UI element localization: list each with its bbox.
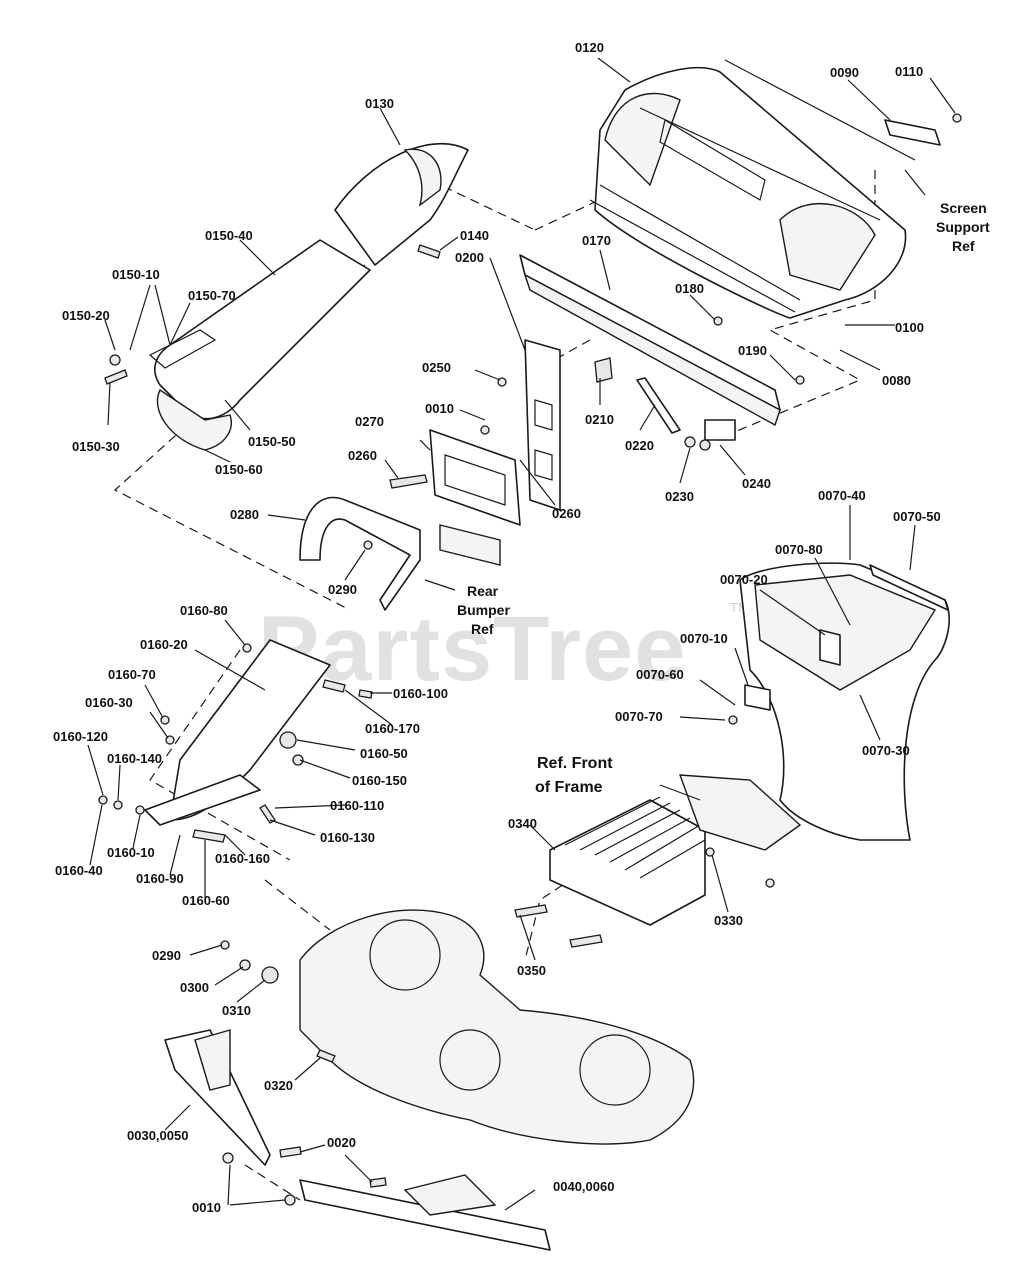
callout-0330: 0330 — [714, 913, 743, 928]
callout-0120: 0120 — [575, 40, 604, 55]
part-0240-bracket[interactable] — [684, 419, 736, 451]
callout-0160-30: 0160-30 — [85, 695, 133, 710]
svg-text:Rear: Rear — [467, 583, 499, 599]
callout-0160-80: 0160-80 — [180, 603, 228, 618]
callout-0040-0060: 0040,0060 — [553, 1179, 614, 1194]
callout-0030-0050: 0030,0050 — [127, 1128, 188, 1143]
callout-0270: 0270 — [355, 414, 384, 429]
callout-labels: 0120 0090 0110 0130 0140 0150-40 0150-10… — [53, 40, 941, 1215]
part-0090-latch-plate[interactable] — [884, 113, 962, 146]
callout-0320: 0320 — [264, 1078, 293, 1093]
callout-0070-60: 0070-60 — [636, 667, 684, 682]
part-0070-bag[interactable] — [728, 562, 950, 841]
callout-0070-20: 0070-20 — [720, 572, 768, 587]
part-0340-grille[interactable] — [514, 774, 802, 948]
callout-0010-bottom: 0010 — [192, 1200, 221, 1215]
note-rear-bumper-ref: Rear Bumper Ref — [457, 583, 510, 637]
callout-0350: 0350 — [517, 963, 546, 978]
callout-0290-top: 0290 — [328, 582, 357, 597]
callout-0160-120: 0160-120 — [53, 729, 108, 744]
part-0170-rail[interactable] — [519, 254, 805, 427]
part-0280-bumper-handle[interactable] — [299, 496, 421, 611]
callout-0080: 0080 — [882, 373, 911, 388]
svg-text:Ref: Ref — [952, 238, 975, 254]
callout-0160-150: 0160-150 — [352, 773, 407, 788]
callout-0180: 0180 — [675, 281, 704, 296]
callout-0160-130: 0160-130 — [320, 830, 375, 845]
part-0220-rod[interactable] — [636, 377, 681, 434]
callout-0220: 0220 — [625, 438, 654, 453]
callout-0160-160: 0160-160 — [215, 851, 270, 866]
callout-0160-170: 0160-170 — [365, 721, 420, 736]
callout-0150-20: 0150-20 — [62, 308, 110, 323]
callout-0160-60: 0160-60 — [182, 893, 230, 908]
part-0160-side-chute[interactable] — [98, 639, 373, 843]
callout-0150-40: 0150-40 — [205, 228, 253, 243]
callout-0160-100: 0160-100 — [393, 686, 448, 701]
callout-0150-70: 0150-70 — [188, 288, 236, 303]
part-0120-hopper-lid[interactable] — [589, 59, 916, 319]
callout-0150-60: 0150-60 — [215, 462, 263, 477]
svg-text:Support: Support — [936, 219, 990, 235]
callout-0090: 0090 — [830, 65, 859, 80]
callout-0070-50: 0070-50 — [893, 509, 941, 524]
svg-text:of Frame: of Frame — [535, 779, 603, 796]
note-screen-support-ref: Screen Support Ref — [936, 200, 990, 254]
callout-0100: 0100 — [895, 320, 924, 335]
callout-0160-50: 0160-50 — [360, 746, 408, 761]
callout-0150-30: 0150-30 — [72, 439, 120, 454]
callout-0160-90: 0160-90 — [136, 871, 184, 886]
svg-text:Screen: Screen — [940, 200, 987, 216]
callout-0160-40: 0160-40 — [55, 863, 103, 878]
callout-0240: 0240 — [742, 476, 771, 491]
part-mower-deck[interactable] — [220, 909, 695, 1145]
callout-0150-50: 0150-50 — [248, 434, 296, 449]
svg-text:Ref. Front: Ref. Front — [537, 755, 613, 772]
callout-0300: 0300 — [180, 980, 209, 995]
callout-0070-10: 0070-10 — [680, 631, 728, 646]
callout-0210: 0210 — [585, 412, 614, 427]
callout-0070-80: 0070-80 — [775, 542, 823, 557]
part-0040-bracket[interactable] — [284, 1174, 551, 1251]
callout-0160-20: 0160-20 — [140, 637, 188, 652]
callout-0070-30: 0070-30 — [862, 743, 910, 758]
callout-0020: 0020 — [327, 1135, 356, 1150]
callout-0230: 0230 — [665, 489, 694, 504]
callout-0260-right: 0260 — [552, 506, 581, 521]
svg-text:Ref: Ref — [471, 621, 494, 637]
callout-0110: 0110 — [895, 64, 923, 79]
callout-0280: 0280 — [230, 507, 259, 522]
svg-text:Bumper: Bumper — [457, 602, 510, 618]
callout-0010-top: 0010 — [425, 401, 454, 416]
callout-0160-70: 0160-70 — [108, 667, 156, 682]
callout-0200: 0200 — [455, 250, 484, 265]
note-front-of-frame-ref: Ref. Front of Frame — [535, 755, 613, 796]
callout-0290-bottom: 0290 — [152, 948, 181, 963]
callout-0190: 0190 — [738, 343, 767, 358]
callout-0260-left: 0260 — [348, 448, 377, 463]
callout-0160-140: 0160-140 — [107, 751, 162, 766]
callout-0340: 0340 — [508, 816, 537, 831]
part-0200-mount-plate[interactable] — [497, 339, 613, 511]
callout-0140: 0140 — [460, 228, 489, 243]
callout-0160-110: 0160-110 — [330, 798, 384, 813]
callout-0160-10: 0160-10 — [107, 845, 155, 860]
callout-0070-40: 0070-40 — [818, 488, 866, 503]
callout-0250: 0250 — [422, 360, 451, 375]
callout-0170: 0170 — [582, 233, 611, 248]
callout-0310: 0310 — [222, 1003, 251, 1018]
callout-0070-70: 0070-70 — [615, 709, 663, 724]
callout-0130: 0130 — [365, 96, 394, 111]
part-0270-hitch-plate[interactable] — [389, 425, 521, 566]
callout-0150-10: 0150-10 — [112, 267, 160, 282]
leader-lines — [87, 57, 956, 1211]
part-0030-bracket[interactable] — [164, 1029, 302, 1166]
part-0130-chute-deflector[interactable] — [334, 142, 469, 266]
